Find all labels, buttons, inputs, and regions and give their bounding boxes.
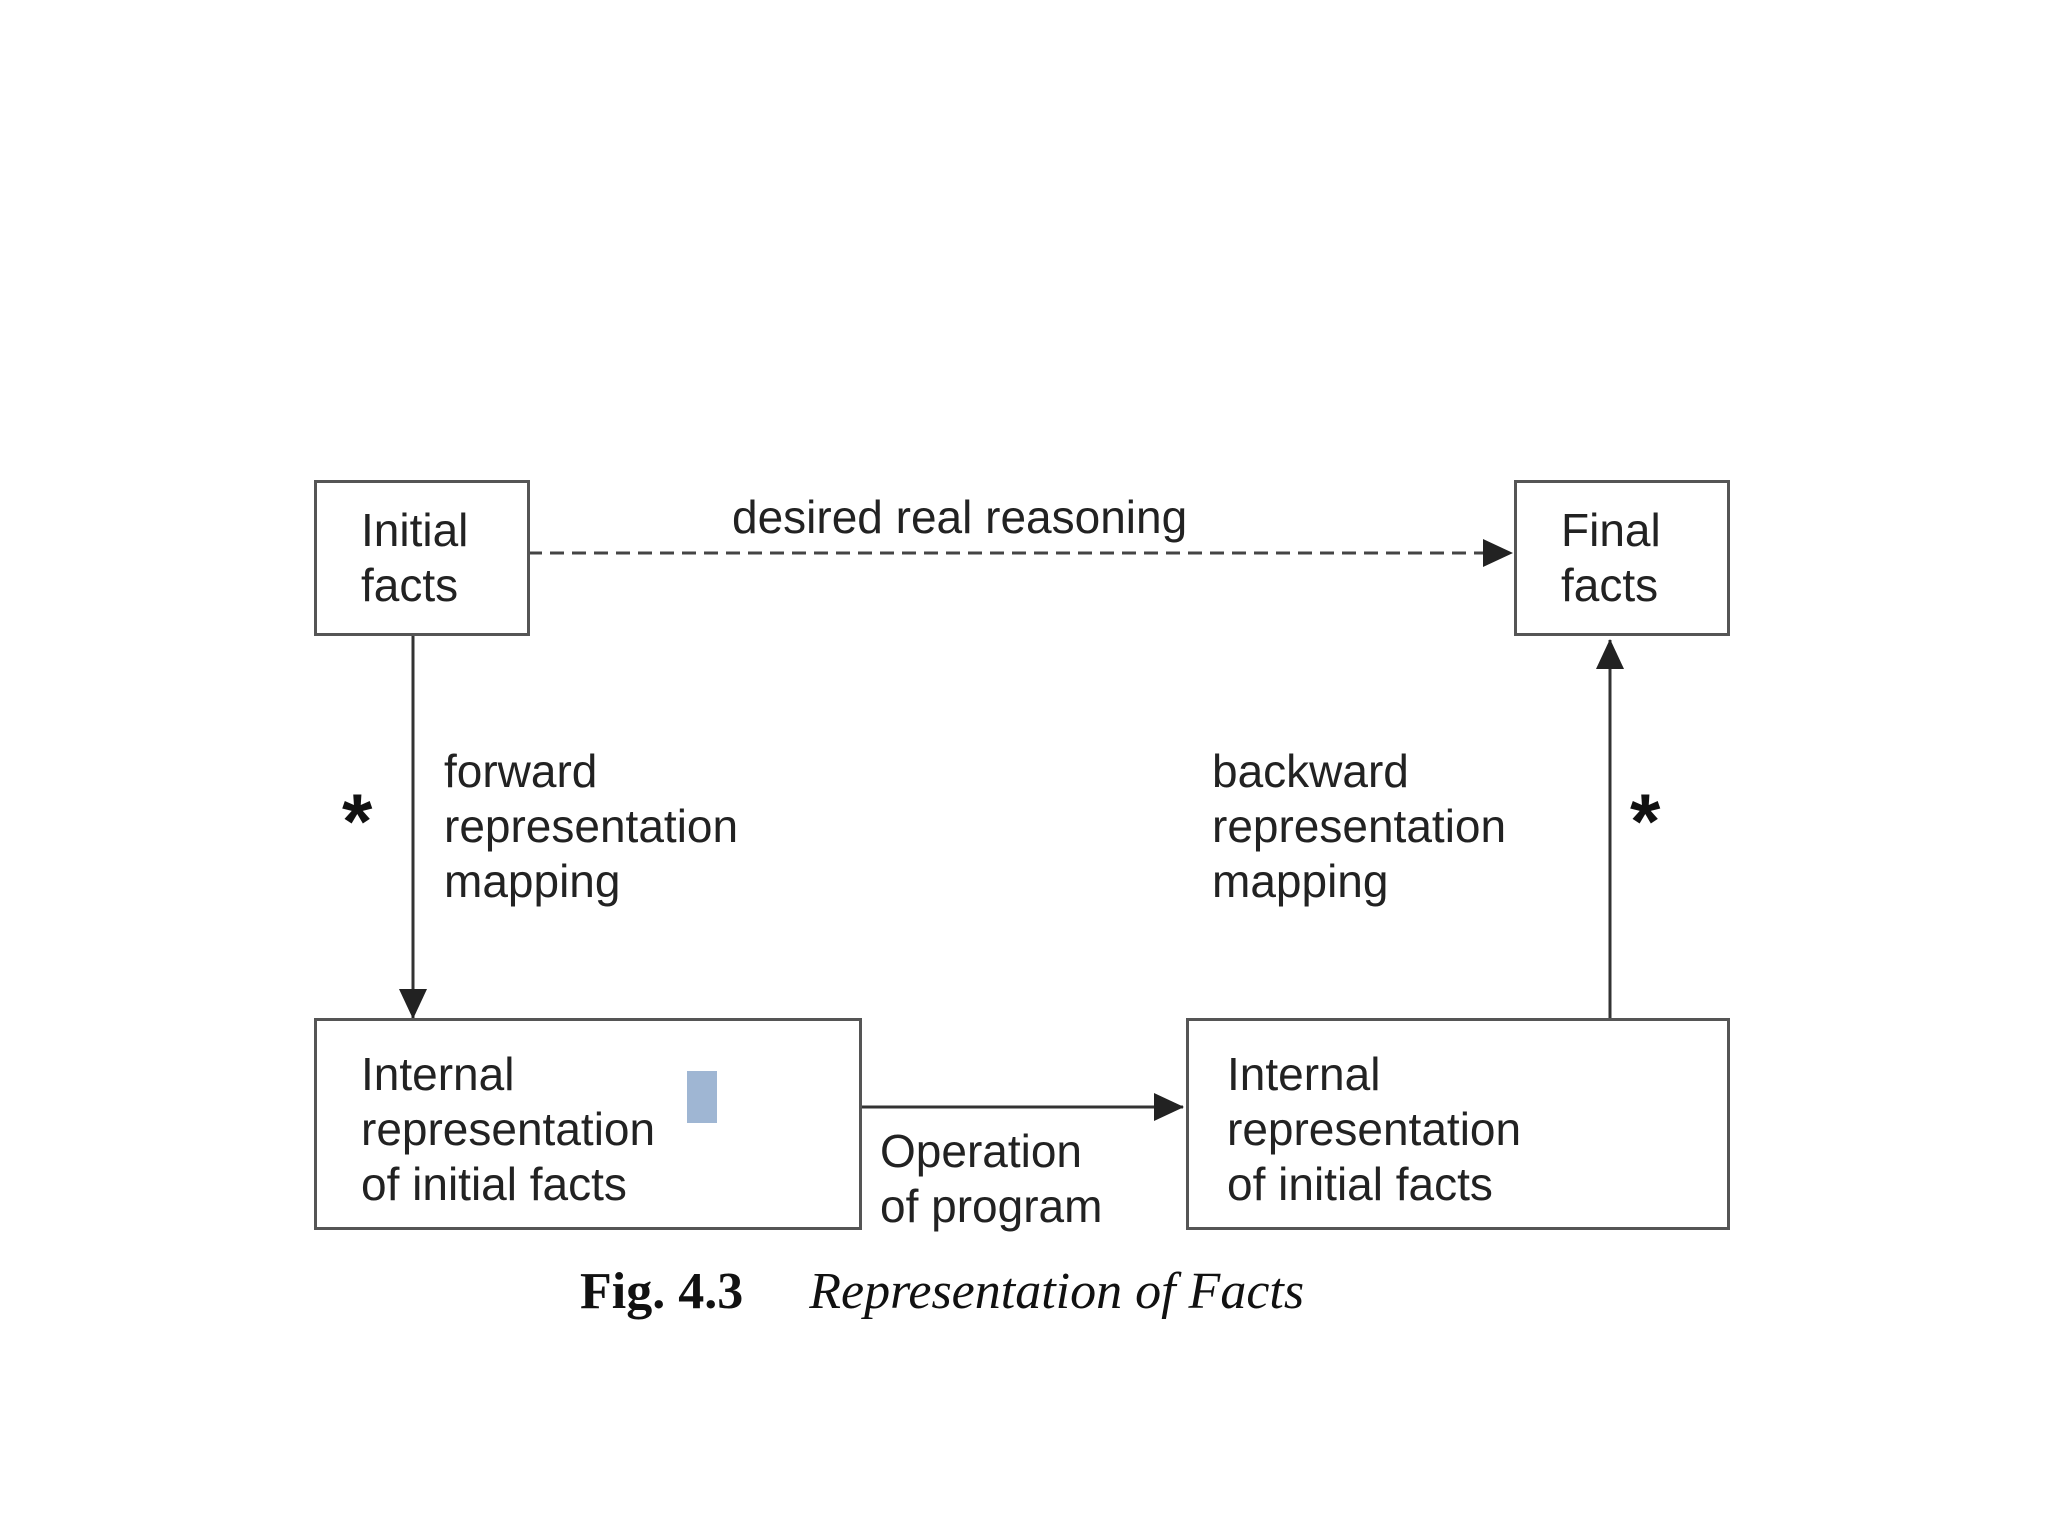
figure-title: Representation of Facts (809, 1263, 1305, 1320)
initial-facts-label: Initial facts (361, 504, 469, 611)
internal-representation-right-label: Internal representation of initial facts (1227, 1048, 1522, 1210)
figure-caption: Fig. 4.3 Representation of Facts (580, 1262, 1304, 1322)
operation-of-program-label: Operation of program (880, 1125, 1103, 1232)
internal-representation-left-label: Internal representation of initial facts (361, 1048, 656, 1210)
right-star-marker: * (1630, 777, 1661, 865)
figure-number: Fig. 4.3 (580, 1263, 744, 1320)
initial-facts-box: Initial facts (314, 480, 530, 636)
left-star-marker: * (342, 777, 373, 865)
final-facts-box: Final facts (1514, 480, 1730, 636)
desired-reasoning-label: desired real reasoning (732, 491, 1188, 543)
internal-representation-left-box: Internal representation of initial facts (314, 1018, 862, 1230)
forward-mapping-label: forward representation mapping (444, 745, 739, 907)
final-facts-label: Final facts (1561, 504, 1661, 611)
internal-representation-right-box: Internal representation of initial facts (1186, 1018, 1730, 1230)
backward-mapping-label: backward representation mapping (1212, 745, 1507, 907)
selection-highlight (687, 1071, 717, 1123)
